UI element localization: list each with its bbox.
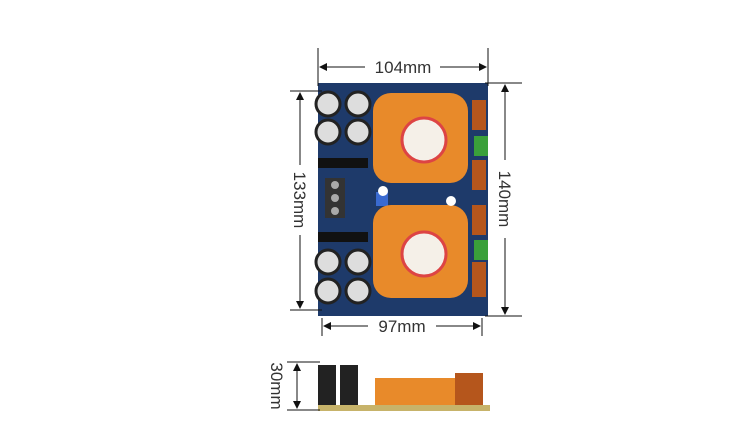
width-bottom-label: 97mm [378,317,425,336]
capacitors [314,90,372,305]
side-height-label: 30mm [267,362,286,409]
power-terminal [325,178,345,218]
heatsink-top [373,93,468,183]
heatsink-bottom [373,205,468,298]
height-right-label: 140mm [495,171,514,228]
width-top-label: 104mm [375,58,432,77]
board-side-view [318,365,490,411]
height-left-label: 133mm [290,172,309,229]
board-top-view [314,83,488,316]
speaker-terminals [474,136,488,260]
inductors [472,100,486,297]
